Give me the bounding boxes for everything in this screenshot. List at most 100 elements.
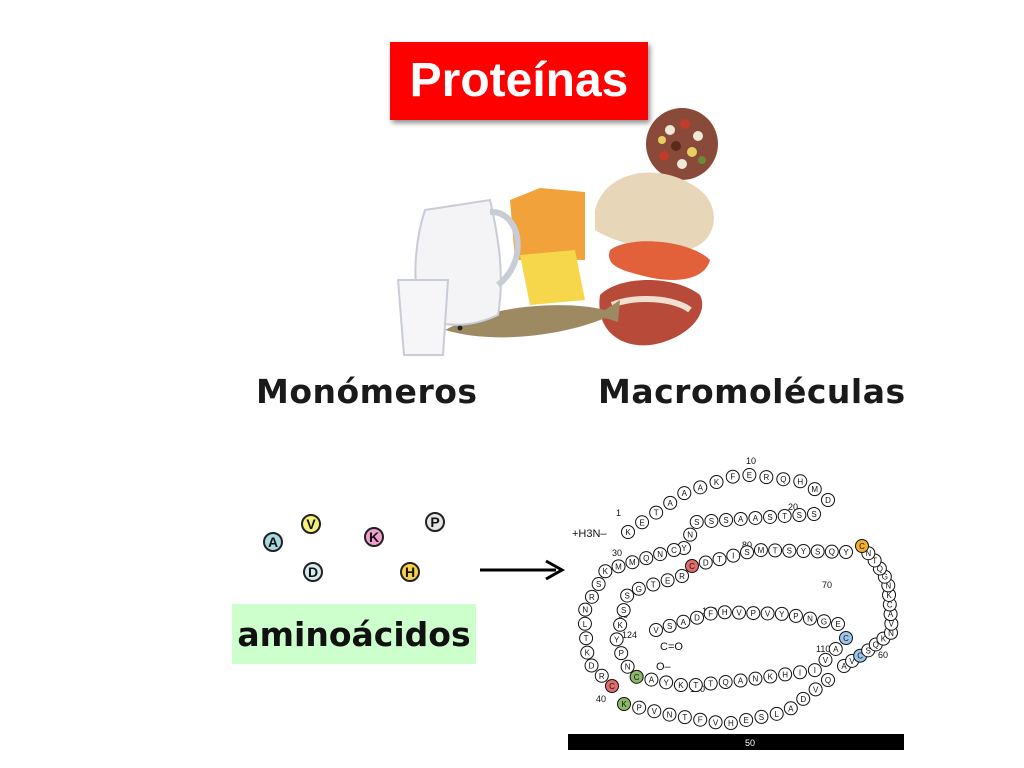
residue-circle: K — [598, 564, 613, 579]
fish — [445, 300, 620, 338]
residue-circle: N — [683, 527, 698, 542]
residue-circle: M — [753, 543, 768, 558]
residue-circle: S — [810, 544, 825, 559]
residue-circle: D — [584, 658, 599, 673]
residue-circle: S — [807, 507, 821, 521]
svg-text:K: K — [617, 621, 623, 630]
residue-circle: S — [689, 514, 704, 529]
residue-circle: R — [584, 589, 599, 604]
residue-circle: P — [788, 608, 803, 623]
svg-text:A: A — [668, 499, 674, 508]
residue-circle: C — [855, 539, 869, 553]
svg-text:V: V — [736, 609, 742, 618]
svg-text:Q: Q — [643, 554, 649, 563]
svg-text:Q: Q — [780, 475, 786, 484]
svg-text:K: K — [603, 567, 609, 576]
svg-text:Y: Y — [779, 610, 785, 619]
residue-circle: L — [577, 616, 592, 631]
svg-text:C: C — [634, 673, 640, 682]
residue-circle: S — [782, 543, 797, 558]
residue-circle: Y — [796, 544, 811, 559]
residue-circle: V — [760, 606, 775, 621]
svg-text:P: P — [636, 704, 641, 713]
svg-text:A: A — [698, 483, 704, 492]
residue-circle: K — [613, 617, 628, 632]
svg-text:T: T — [584, 634, 589, 643]
svg-text:S: S — [596, 580, 601, 589]
svg-text:N: N — [888, 629, 894, 638]
residue-circle: L — [769, 706, 784, 721]
residue-circle: G — [816, 614, 831, 629]
residue-circle: S — [620, 588, 635, 603]
residue-circle: S — [719, 512, 734, 527]
svg-text:Q: Q — [877, 564, 883, 573]
shrimp — [609, 241, 710, 280]
svg-text:K: K — [585, 649, 591, 658]
residue-circle: S — [763, 509, 778, 524]
svg-text:T: T — [773, 546, 778, 555]
residue-circle: K — [709, 475, 724, 490]
residue-circle: N — [662, 707, 677, 722]
residue-circle: D — [698, 555, 713, 570]
svg-text:Q: Q — [825, 676, 831, 685]
svg-text:S: S — [621, 606, 626, 615]
svg-text:Y: Y — [681, 544, 687, 553]
svg-text:K: K — [678, 681, 684, 690]
residue-circle: T — [712, 552, 727, 567]
svg-text:L: L — [774, 710, 779, 719]
svg-text:A: A — [841, 662, 847, 671]
svg-text:E: E — [639, 518, 644, 527]
residue-circle: C — [685, 559, 699, 573]
residue-circle: V — [732, 605, 747, 620]
svg-text:D: D — [694, 614, 700, 623]
residue-circle: H — [723, 716, 738, 731]
residue-circle: T — [579, 631, 594, 646]
meat-steak — [599, 280, 703, 346]
macromolecules-label: Macromoléculas — [598, 372, 906, 411]
residue-number: 20 — [788, 502, 798, 512]
svg-text:T: T — [651, 581, 656, 590]
svg-text:S: S — [723, 516, 728, 525]
residue-number-50: 50 — [745, 738, 756, 748]
svg-text:S: S — [667, 622, 672, 631]
svg-text:S: S — [767, 513, 772, 522]
residue-circle: Q — [821, 673, 835, 687]
residue-circle: I — [793, 665, 808, 680]
svg-text:M: M — [615, 562, 622, 571]
residue-circle: E — [831, 617, 845, 631]
svg-text:H: H — [797, 477, 803, 486]
svg-text:N: N — [753, 675, 759, 684]
residue-circle: C — [605, 679, 619, 693]
svg-text:V: V — [765, 609, 771, 618]
svg-text:V: V — [849, 657, 855, 666]
svg-text:A: A — [833, 645, 839, 654]
residue-circle: N — [802, 611, 817, 626]
svg-text:S: S — [759, 713, 764, 722]
svg-text:N: N — [807, 615, 813, 624]
svg-text:V: V — [813, 685, 819, 694]
residue-circle: E — [742, 468, 757, 483]
carboxyl-o-label: O– — [656, 661, 672, 673]
svg-text:D: D — [800, 695, 806, 704]
residue-circle: Y — [839, 545, 853, 559]
residue-circle: R — [675, 569, 689, 583]
residue-circle: I — [807, 663, 822, 678]
residue-circle: C — [629, 669, 644, 684]
residue-number: 40 — [596, 694, 606, 704]
residue-circle: T — [677, 710, 692, 725]
monomers-label: Monómeros — [256, 372, 478, 411]
residue-circle: P — [746, 606, 761, 621]
svg-text:T: T — [708, 680, 713, 689]
svg-text:Q: Q — [829, 548, 835, 557]
residue-circle: S — [616, 603, 631, 618]
svg-text:H: H — [782, 670, 788, 679]
svg-text:N: N — [657, 550, 663, 559]
carboxyl-c-label: C=O — [660, 641, 683, 653]
residue-circle: F — [725, 469, 740, 484]
residue-number: 124 — [622, 630, 637, 640]
residue-circle: K — [673, 678, 688, 693]
svg-text:S: S — [811, 510, 816, 519]
residue-circle: M — [807, 482, 822, 497]
residue-number: 80 — [742, 540, 752, 550]
residue-circle: A — [676, 614, 691, 629]
